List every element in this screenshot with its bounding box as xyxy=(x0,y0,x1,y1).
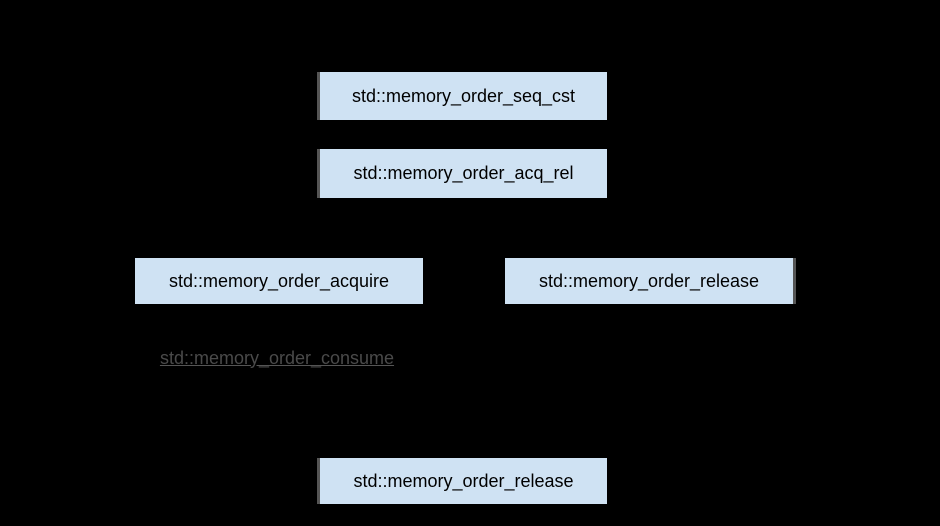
node-seq-cst-label: std::memory_order_seq_cst xyxy=(351,85,576,106)
node-acquire-label: std::memory_order_acquire xyxy=(168,270,390,291)
node-consume: std::memory_order_consume xyxy=(152,336,402,380)
node-release-bottom: std::memory_order_release xyxy=(317,458,607,504)
node-release-right: std::memory_order_release xyxy=(505,258,796,304)
node-acq-rel-label: std::memory_order_acq_rel xyxy=(353,163,574,183)
edge-acqrel-release xyxy=(461,197,651,259)
node-acq-rel: std::memory_order_acq_rel xyxy=(317,149,607,198)
node-release-right-label: std::memory_order_release xyxy=(538,270,760,291)
edge-consume-release xyxy=(278,379,463,459)
edge-release-release xyxy=(461,303,651,459)
node-seq-cst: std::memory_order_seq_cst xyxy=(317,72,607,120)
node-acquire: std::memory_order_acquire xyxy=(135,258,423,304)
edge-acqrel-acquire xyxy=(278,197,463,259)
node-consume-label: std::memory_order_consume xyxy=(159,347,395,368)
node-release-bottom-label: std::memory_order_release xyxy=(353,470,574,491)
